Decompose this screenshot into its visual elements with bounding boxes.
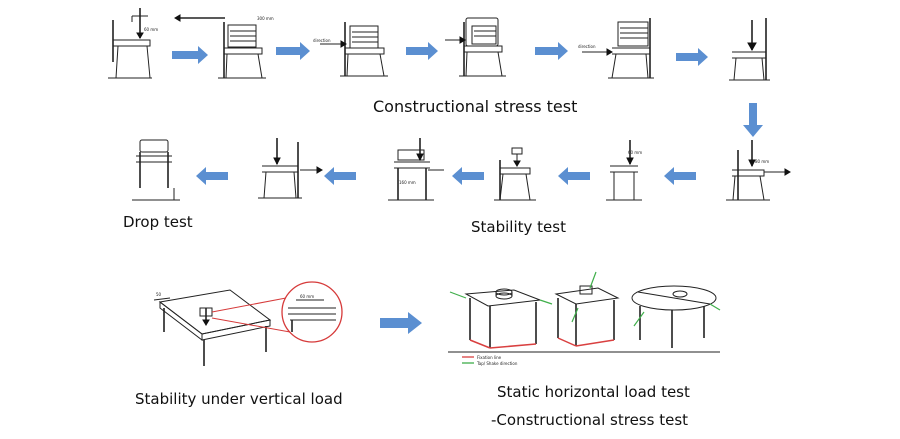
chair-2-dim: 300 mm: [257, 16, 274, 21]
flow-arrow-10: [196, 167, 228, 185]
chair-5-dim: direction: [578, 44, 596, 49]
drop-test-title: Drop test: [123, 213, 193, 231]
horizontal-load-title: Static horizontal load test: [497, 383, 690, 401]
flow-arrow-2: [276, 42, 310, 60]
constructional-stress-sequence: 60 mm 300 mm direction: [108, 8, 770, 81]
table-offset-label: 50: [156, 292, 162, 297]
chair-6-figure: [729, 18, 770, 81]
chair-e-figure: [258, 138, 323, 199]
horizontal-load-tables: [448, 271, 721, 364]
chair-f-figure: [132, 139, 180, 201]
table-dim-label: 60 mm: [300, 294, 314, 299]
chair-4-figure: [445, 17, 506, 77]
flow-arrow-7: [558, 167, 590, 185]
horizontal-load-legend: Fixation line Tap/ Shake direction: [476, 355, 518, 366]
flow-arrow-8: [452, 167, 484, 185]
vertical-load-labels: 50 60 mm: [156, 292, 314, 299]
stability-sequence: 80 mm 60 mm 160 mm: [132, 138, 791, 201]
flow-arrow-9: [324, 167, 356, 185]
flow-arrow-6: [664, 167, 696, 185]
horizontal-load-subtitle: -Constructional stress test: [491, 411, 689, 429]
chair-3-figure: [320, 22, 388, 77]
chair-c-figure: [494, 147, 536, 201]
stability-test-title: Stability test: [471, 218, 566, 236]
chair-2-figure: [174, 14, 266, 79]
chair-a-figure: [726, 140, 791, 201]
flow-arrow-11: [380, 312, 422, 334]
constructional-stress-title: Constructional stress test: [373, 97, 578, 116]
chair-a-dim: 80 mm: [755, 159, 769, 164]
chair-d-dim: 160 mm: [399, 180, 416, 185]
flow-arrow-3: [406, 42, 438, 60]
flow-arrow-4: [535, 42, 568, 60]
chair-b-figure: [606, 140, 642, 201]
legend-fixation-line: Fixation line: [477, 355, 502, 360]
vertical-load-title: Stability under vertical load: [135, 390, 343, 408]
flow-arrow-5: [676, 48, 708, 66]
chair-b-dim: 60 mm: [628, 150, 642, 155]
chair-3-dim: direction: [313, 38, 331, 43]
flow-arrow-down: [743, 103, 763, 137]
chair-d-figure: [388, 138, 444, 201]
flow-arrow-1: [172, 46, 208, 64]
chair-1-figure: [108, 8, 152, 79]
vertical-load-table: [153, 281, 343, 366]
chair-1-dim: 60 mm: [144, 27, 158, 32]
chair-5-figure: [582, 18, 654, 79]
legend-tap-shake: Tap/ Shake direction: [476, 361, 518, 366]
